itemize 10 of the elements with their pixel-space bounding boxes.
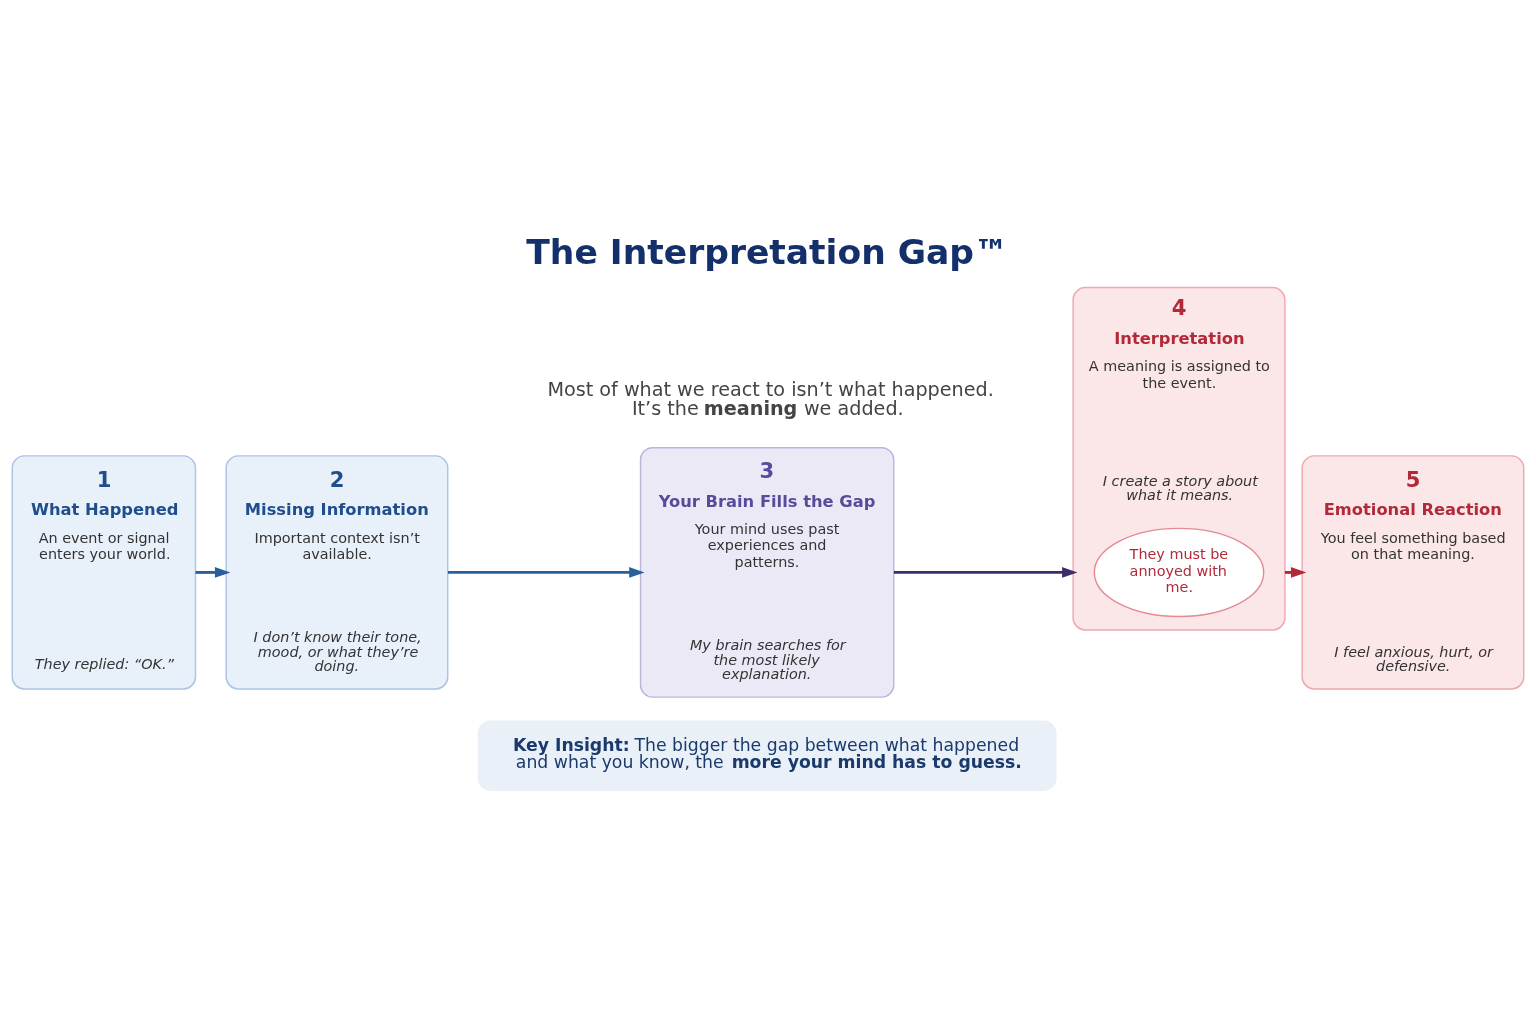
node-box: 5 Emotional Reaction You feel something based on that meaning. I feel anxious, hurt, or defensive.: [1301, 455, 1525, 690]
node-ellipse: They must be annoyed with me.: [1093, 527, 1265, 618]
arrow: [893, 567, 1078, 578]
node-box: 2 Missing Information Important context isn’t available. I don’t know their tone, mood, or what they’re doing.: [225, 455, 449, 690]
diagram-title: The Interpretation Gap™: [526, 232, 1009, 273]
node-box: 3 Your Brain Fills the Gap Your mind uses past experiences and patterns. My brain searches for the most likely explanation.: [639, 447, 895, 698]
label: Most of what we react to isn’t what happened. It’s the meaning we added.: [547, 377, 994, 421]
node-box: 1 What Happened An event or signal enters your world. They replied: “OK.”: [11, 455, 197, 690]
arrow: [195, 567, 231, 578]
arrow: [447, 567, 645, 578]
